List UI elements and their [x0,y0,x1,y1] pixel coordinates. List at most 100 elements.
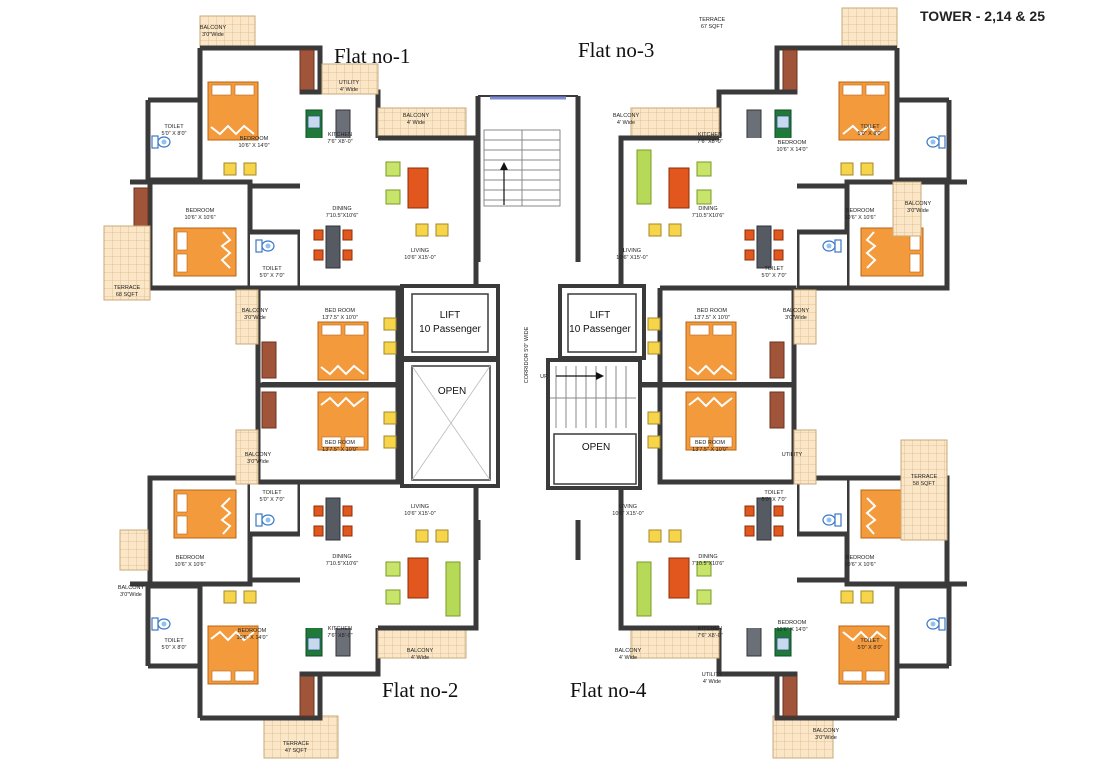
toilet-size: 5'0" X 8'0" [162,645,187,651]
balcony-size: 3'0"Wide [815,735,837,741]
kitchen-label: KITCHEN [328,626,352,632]
bedroom-size: 13'7.5" X 10'0" [322,315,358,321]
stair-icon [550,366,636,428]
bedroom-label: BEDROOM [846,555,875,561]
terrace-size: 47 SQFT [285,748,308,754]
terrace-size: 58 SQFT [913,481,936,487]
terrace-label: TERRACE [699,17,726,23]
utility-label: UTILITY [702,672,723,678]
dining-label: DINING [332,206,351,212]
bedroom-size: 10'6" X 10'6" [184,215,215,221]
balcony-size: 3'0"Wide [202,32,224,38]
balcony-label: BALCONY [783,308,810,314]
toilet-size: 5'0" X 7'0" [762,273,787,279]
corridor-label: CORRIDOR 5'0" WIDE [524,326,530,383]
flat-4-title: Flat no-4 [570,678,647,702]
dining-size: 7'10.5"X10'6" [692,213,725,219]
bedroom-label: BEDROOM [176,555,205,561]
balcony-label: BALCONY [615,648,642,654]
dining-label: DINING [698,554,717,560]
kitchen-label: KITCHEN [328,132,352,138]
bedroom-size: 13'7.5" X 10'0" [692,447,728,453]
bedroom-size: 10'6" X 14'0" [776,147,807,153]
balcony-size: 4' Wide [617,120,635,126]
bedroom-size: 10'6" X 10'6" [844,215,875,221]
terrace-label: TERRACE [283,741,310,747]
bedroom-size: 10'6" X 14'0" [236,635,267,641]
utility-label: UTILITY [339,80,360,86]
kitchen-size: 7'6" X8'-0" [697,139,722,145]
bedroom-label: BED ROOM [325,308,355,314]
flat-4 [618,439,967,759]
toilet-icon [151,135,171,149]
kitchen-size: 7'6" X8'-0" [327,139,352,145]
bedroom-size: 10'6" X 10'6" [174,562,205,568]
bedroom-label: BED ROOM [325,440,355,446]
utility-label: UTILITY [782,452,803,458]
toilet-size: 5'0" X 7'0" [762,497,787,503]
toilet-label: TOILET [764,490,784,496]
dining-size: 7'10.5"X10'6" [692,561,725,567]
balcony-label: BALCONY [403,113,430,119]
terrace-label: TERRACE [114,285,141,291]
bedroom-size: 10'6" X 14'0" [776,627,807,633]
lift-capacity: 10 Passenger [419,324,481,335]
utility-size: 4' Wide [703,679,721,685]
flat-2-title: Flat no-2 [382,678,458,702]
bedroom-label: BEDROOM [238,628,267,634]
balcony-tile [199,15,256,51]
bed-icon [173,227,237,277]
balcony-label: BALCONY [813,728,840,734]
balcony-size: 3'0"Wide [785,315,807,321]
bed-icon [207,81,259,141]
toilet-size: 5'0" X 8'0" [162,131,187,137]
toilet-size: 5'0" X 8'0" [858,645,883,651]
toilet-label: TOILET [262,490,282,496]
living-label: LIVING [411,248,429,254]
balcony-label: BALCONY [200,25,227,31]
balcony-label: BALCONY [245,452,272,458]
bedroom-label: BEDROOM [186,208,215,214]
toilet-size: 5'0" X 7'0" [260,273,285,279]
lift-capacity: 10 Passenger [569,324,631,335]
balcony-label: BALCONY [118,585,145,591]
dining-size: 7'10.5"X10'6" [326,213,359,219]
living-size: 10'6" X15'-0" [404,511,435,517]
balcony-size: 3'0"Wide [244,315,266,321]
balcony-label: BALCONY [242,308,269,314]
middle-bedrooms-right [640,285,817,485]
bedroom-size: 10'6" X 14'0" [238,143,269,149]
utility-size: 4' Wide [340,87,358,93]
living-size: 10'6" X15'-0" [404,255,435,261]
kitchen-size: 7'6" X8'-0" [327,633,352,639]
open-shaft-label: OPEN [582,442,610,453]
bedroom-label: BED ROOM [697,308,727,314]
wardrobe-icon [133,187,149,227]
living-label: LIVING [411,504,429,510]
terrace-size: 68 SQFT [116,292,139,298]
bedroom-label: BEDROOM [778,140,807,146]
flat-2 [119,475,479,759]
flat-1-title: Flat no-1 [334,44,410,68]
balcony-size: 3'0"Wide [247,459,269,465]
tower-title: TOWER - 2,14 & 25 [920,8,1045,24]
dining-size: 7'10.5"X10'6" [326,561,359,567]
kitchen-size: 7'6" X8'-0" [697,633,722,639]
middle-bedrooms-left [235,285,401,485]
living-size: 10'6" X15'-0" [612,511,643,517]
toilet-label: TOILET [164,638,184,644]
balcony-size: 4' Wide [619,655,637,661]
bedroom-label: BEDROOM [846,208,875,214]
dining-label: DINING [698,206,717,212]
kitchen-label: KITCHEN [698,132,722,138]
bedroom-size: 10'6" X 10'6" [844,562,875,568]
bedroom-size: 13'7.5" X 10'0" [322,447,358,453]
up-label: UP [540,374,548,380]
toilet-label: TOILET [764,266,784,272]
bedroom-size: 13'7.5" X 10'0" [694,315,730,321]
open-shaft-label: OPEN [438,386,466,397]
toilet-label: TOILET [860,124,880,130]
core [262,95,792,560]
stair-icon [483,129,561,207]
